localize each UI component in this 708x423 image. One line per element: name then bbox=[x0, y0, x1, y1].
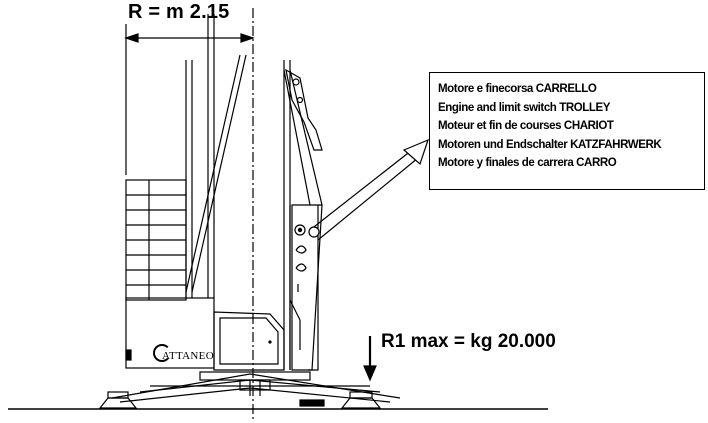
counterweight-stack bbox=[125, 179, 187, 301]
callout-line-italian: Motore e finecorsa CARRELLO bbox=[438, 81, 597, 95]
outrigger-base bbox=[111, 371, 401, 407]
brand-logo: ATTANEO bbox=[162, 350, 214, 362]
radius-dimension bbox=[124, 8, 255, 420]
front-tower bbox=[283, 60, 323, 371]
callout-line-german: Motoren und Endschalter KATZFAHRWERK bbox=[438, 136, 662, 151]
trolley-callout-box: Motore e finecorsa CARRELLO Engine and l… bbox=[429, 72, 705, 190]
brand-logo-icon bbox=[153, 344, 171, 362]
load-label: R1 max = kg 20.000 bbox=[381, 331, 556, 352]
callout-line-spanish: Motore y finales de carrera CARRO bbox=[438, 155, 617, 169]
radius-label: R = m 2.15 bbox=[128, 1, 230, 23]
cabinet-handle bbox=[125, 349, 132, 361]
load-arrow bbox=[363, 336, 377, 382]
left-outrigger-pad bbox=[98, 391, 138, 409]
callout-arrow bbox=[308, 138, 429, 241]
right-outrigger-pad bbox=[340, 391, 382, 409]
slewing-unit bbox=[213, 311, 285, 371]
callout-line-english: Engine and limit switch TROLLEY bbox=[438, 99, 611, 114]
rear-mast bbox=[185, 14, 247, 298]
callout-line-french: Moteur et fin de courses CHARIOT bbox=[438, 118, 614, 132]
